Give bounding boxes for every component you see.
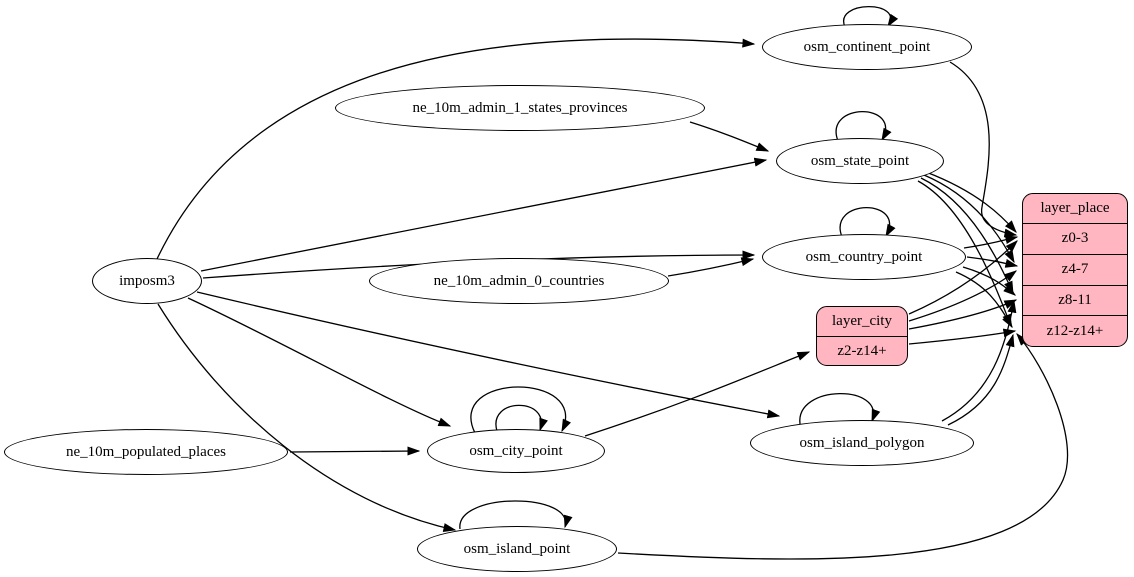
edge-imposm3-to-osm_city_point <box>187 297 452 427</box>
edge-osm_state_point-to-layer_place-z0-3 <box>925 171 1017 233</box>
self-loop-osm_city_point-outer <box>470 386 572 434</box>
node-layer_place: layer_place z0-3 z4-7 z8-11 z12-z14+ <box>1022 193 1128 347</box>
node-layer_city: layer_city z2-z14+ <box>816 306 908 366</box>
edge-osm_island_polygon-to-layer_place-z12-z14 <box>947 333 1015 426</box>
node-ne_10m_admin_0_countries: ne_10m_admin_0_countries <box>369 258 669 304</box>
node-osm_island_polygon: osm_island_polygon <box>750 420 974 466</box>
node-imposm3-label: imposm3 <box>119 272 175 289</box>
edge-osm_continent_point-to-layer_place-z0-3 <box>949 61 1018 238</box>
edge-osm_state_point-to-layer_place-z4-7 <box>923 174 1015 264</box>
edge-layer_city-to-layer_place-z4-7 <box>908 270 1018 322</box>
layer_place-title: layer_place <box>1040 200 1110 216</box>
layer_place-row-z12-z14: z12-z14+ <box>1023 315 1127 346</box>
edge-osm_country_point-to-layer_place-z12-z14 <box>955 271 1013 329</box>
edge-osm_country_point-to-layer_place-z8-11 <box>962 266 1016 296</box>
edge-layer_city-to-layer_place-z12-z14 <box>908 328 1017 345</box>
edge-ne_10m_populated_places-to-osm_city_point <box>289 446 421 456</box>
edge-osm_country_point-to-layer_place-z4-7 <box>966 256 1019 268</box>
node-imposm3: imposm3 <box>92 258 202 304</box>
edge-imposm3-to-osm_island_polygon <box>196 291 781 419</box>
node-osm_continent_point-label: osm_continent_point <box>803 38 931 55</box>
node-osm_island_polygon-label: osm_island_polygon <box>799 434 925 451</box>
node-osm_continent_point: osm_continent_point <box>762 24 972 70</box>
layer_place-row-z8-11: z8-11 <box>1023 284 1127 316</box>
node-ne_10m_populated_places-label: ne_10m_populated_places <box>66 443 226 460</box>
edge-osm_island_polygon-to-layer_place-z8-11 <box>941 299 1017 422</box>
node-ne_10m_admin_0_countries-label: ne_10m_admin_0_countries <box>433 272 605 289</box>
self-loop-osm_city_point-inner <box>495 404 548 432</box>
edge-imposm3-to-osm_island_point <box>157 303 457 532</box>
edge-imposm3-to-osm_continent_point <box>156 38 756 260</box>
self-loop-osm_island_polygon <box>799 392 881 425</box>
layer_place-row-z4-7: z4-7 <box>1023 253 1127 285</box>
edge-osm_state_point-to-layer_place-z8-11 <box>920 177 1014 295</box>
edge-osm_island_point-to-layer_place-z12-z14 <box>617 333 1069 560</box>
edge-osm_city_point-to-layer_city-z2-z14 <box>584 351 811 437</box>
node-osm_country_point-label: osm_country_point <box>805 248 923 265</box>
node-osm_city_point-label: osm_city_point <box>469 442 563 459</box>
node-osm_state_point: osm_state_point <box>776 138 944 184</box>
edge-ne_10m_admin_1_states_provinces-to-osm_state_point <box>689 121 770 152</box>
self-loop-osm_state_point <box>835 111 892 142</box>
layer_city-row-z2-z14: z2-z14+ <box>817 336 907 365</box>
edge-osm_state_point-to-layer_place-z12-z14 <box>917 180 1012 328</box>
layer_place-row-z0-3: z0-3 <box>1023 223 1127 254</box>
node-ne_10m_admin_1_states_provinces: ne_10m_admin_1_states_provinces <box>335 85 705 131</box>
edge-osm_country_point-to-layer_place-z0-3 <box>963 235 1019 249</box>
self-loop-osm_island_point <box>459 500 573 530</box>
self-loop-osm_continent_point <box>843 5 899 28</box>
edge-layer_city-to-layer_place-z8-11 <box>908 299 1018 330</box>
node-osm_city_point: osm_city_point <box>427 429 605 473</box>
edge-imposm3-to-osm_state_point <box>200 157 768 272</box>
layer_city-title: layer_city <box>832 313 892 329</box>
edge-ne_10m_admin_0_countries-to-osm_country_point <box>667 257 755 277</box>
edge-layer_city-to-layer_place-z0-3 <box>908 240 1018 315</box>
node-osm_island_point: osm_island_point <box>417 526 617 572</box>
self-loop-osm_country_point <box>839 207 896 238</box>
node-osm_country_point: osm_country_point <box>762 234 966 280</box>
node-osm_state_point-label: osm_state_point <box>810 152 910 169</box>
node-ne_10m_admin_1_states_provinces-label: ne_10m_admin_1_states_provinces <box>412 99 628 116</box>
node-ne_10m_populated_places: ne_10m_populated_places <box>4 429 288 475</box>
node-osm_island_point-label: osm_island_point <box>463 540 571 557</box>
